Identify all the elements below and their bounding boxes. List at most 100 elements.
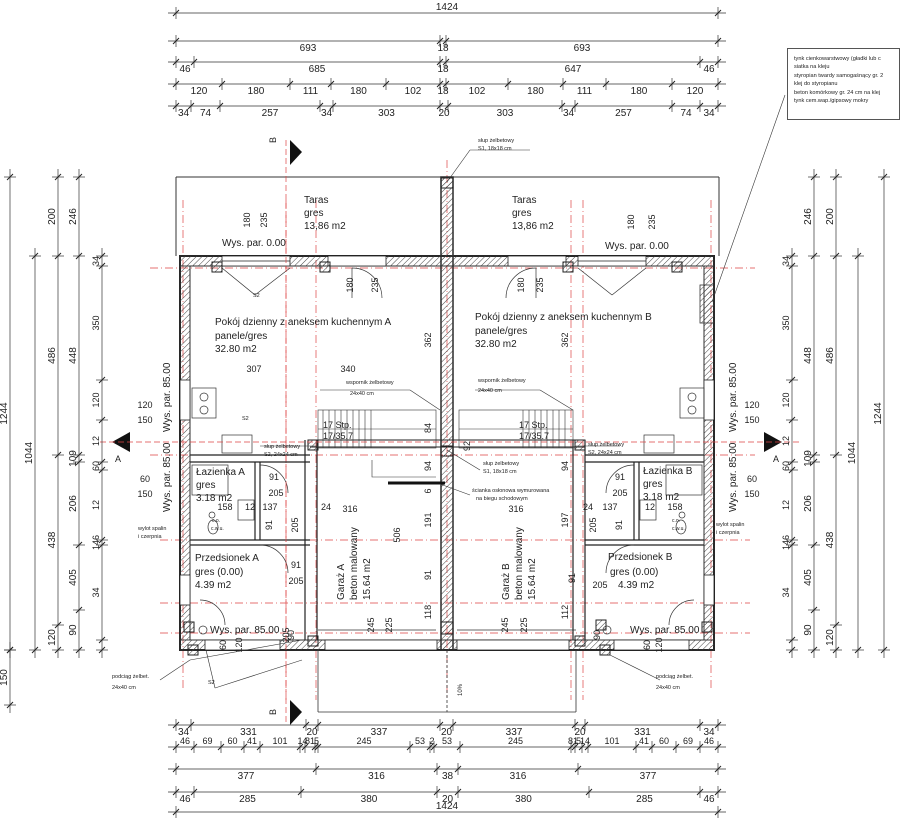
dimension-tick bbox=[714, 37, 722, 45]
dimension-label: 34 bbox=[91, 256, 101, 266]
inner-dimension-label: 150 bbox=[137, 415, 152, 425]
dimension-label: 101 bbox=[604, 736, 619, 746]
wall-layers-note: tynk cienkowarstwowy (gładki lub c siatk… bbox=[787, 48, 900, 120]
room-label: Wys. par. 85.00 bbox=[162, 362, 173, 432]
dimension-tick bbox=[810, 451, 818, 459]
inner-dimension-label: 191 bbox=[423, 512, 433, 527]
dimension-tick bbox=[54, 252, 62, 260]
inner-dimension-label: 205 bbox=[592, 580, 607, 590]
inner-dimension-label: 316 bbox=[342, 504, 357, 514]
dimension-label: 200 bbox=[47, 208, 58, 225]
inner-dimension-label: 180 bbox=[626, 214, 636, 229]
inner-dimension-label: 12 bbox=[645, 502, 655, 512]
room-label: 17/35.7 bbox=[519, 431, 549, 441]
room-label: Przedsionek B bbox=[608, 552, 673, 563]
dimension-label: 60 bbox=[781, 461, 791, 471]
section-lines bbox=[100, 140, 800, 725]
dimension-tick bbox=[327, 80, 335, 88]
dimension-label: 1044 bbox=[847, 441, 858, 464]
dimension-tick bbox=[433, 788, 441, 796]
room-label: S1, 18x18 cm bbox=[478, 146, 512, 152]
inner-dimension-label: 150 bbox=[137, 489, 152, 499]
room-label: 24x40 cm bbox=[112, 685, 136, 691]
dimension-label: 486 bbox=[47, 347, 58, 364]
door-swings bbox=[199, 267, 695, 626]
room-label: gres bbox=[196, 480, 215, 491]
dimension-tick bbox=[571, 102, 579, 110]
room-label: S2, 24x24 cm bbox=[588, 450, 622, 456]
dimension-tick bbox=[788, 466, 796, 474]
dimension-tick bbox=[286, 80, 294, 88]
inner-dimension-label: 91 bbox=[614, 520, 624, 530]
dimension-label: 20 bbox=[438, 108, 450, 119]
room-label: słup żelbetowy bbox=[478, 138, 514, 144]
dimension-label: 109 bbox=[68, 450, 79, 467]
dimension-label: 350 bbox=[781, 315, 791, 330]
dimension-tick bbox=[788, 636, 796, 644]
room-label: B bbox=[268, 137, 278, 143]
dimension-label: 74 bbox=[680, 108, 692, 119]
inner-dimension-label: 112 bbox=[560, 605, 570, 619]
inner-dimension-label: 91 bbox=[615, 472, 625, 482]
inner-dimension-label: 180 bbox=[345, 277, 355, 292]
dimension-tick bbox=[240, 743, 248, 751]
dimension-tick bbox=[98, 646, 106, 654]
inner-dimension-label: 205 bbox=[588, 517, 598, 532]
inner-dimension-label: 60 bbox=[218, 640, 228, 650]
dimension-tick bbox=[832, 451, 840, 459]
dimension-tick bbox=[578, 743, 586, 751]
dimension-tick bbox=[714, 721, 722, 729]
leader-lines bbox=[159, 94, 786, 689]
dimension-label: 90 bbox=[68, 624, 79, 636]
dimension-tick bbox=[504, 80, 512, 88]
dimension-tick bbox=[696, 721, 704, 729]
inner-dimension-label: 205 bbox=[290, 517, 300, 532]
inner-dimension-label: 91 bbox=[264, 520, 274, 530]
room-label: beton malowany bbox=[349, 527, 360, 600]
dimension-tick bbox=[329, 102, 337, 110]
dimension-tick bbox=[788, 646, 796, 654]
dimension-label: 120 bbox=[781, 392, 791, 407]
dimension-tick bbox=[696, 743, 704, 751]
dimension-tick bbox=[430, 743, 438, 751]
inner-dimension-label: 316 bbox=[508, 504, 523, 514]
inner-dimension-label: 245 bbox=[500, 617, 510, 632]
dimension-tick bbox=[190, 788, 198, 796]
dimension-label: 1244 bbox=[873, 402, 884, 425]
inner-dimension-label: 91 bbox=[291, 560, 301, 570]
dimension-label: 647 bbox=[565, 64, 582, 75]
dimension-tick bbox=[810, 458, 818, 466]
dimension-label: 303 bbox=[378, 108, 395, 119]
inner-dimension-label: 90 bbox=[592, 630, 602, 640]
dimension-label: 438 bbox=[825, 531, 836, 548]
dimension-label: 53 bbox=[415, 736, 425, 746]
dimension-label: 109 bbox=[803, 450, 814, 467]
dimension-label: 53 bbox=[442, 736, 452, 746]
dimension-label: 34 bbox=[781, 256, 791, 266]
dimension-tick bbox=[98, 416, 106, 424]
room-label: 32.80 m2 bbox=[475, 339, 517, 350]
room-label: ścianka osłonowa wymurowana bbox=[472, 488, 550, 494]
dimension-label: 448 bbox=[803, 347, 814, 364]
dimension-tick bbox=[382, 80, 390, 88]
dimension-label: 90 bbox=[803, 624, 814, 636]
dimension-tick bbox=[297, 788, 305, 796]
room-label: na biegu schodowym bbox=[476, 496, 528, 502]
dimension-tick bbox=[98, 466, 106, 474]
room-label: Wys. par. 0.00 bbox=[222, 238, 286, 249]
inner-dimension-label: 158 bbox=[217, 502, 232, 512]
dimension-label: 81 bbox=[568, 736, 578, 746]
inner-dimension-label: 120 bbox=[654, 637, 664, 652]
dimension-tick bbox=[301, 743, 309, 751]
dimension-tick bbox=[854, 646, 862, 654]
dimension-label: 246 bbox=[803, 208, 814, 225]
inner-dimension-label: 197 bbox=[560, 512, 570, 527]
dimension-tick bbox=[454, 765, 462, 773]
room-label: S2 bbox=[242, 416, 249, 422]
inner-dimension-label: 91 bbox=[567, 573, 577, 583]
dimension-tick bbox=[314, 721, 322, 729]
dimension-tick bbox=[172, 80, 180, 88]
